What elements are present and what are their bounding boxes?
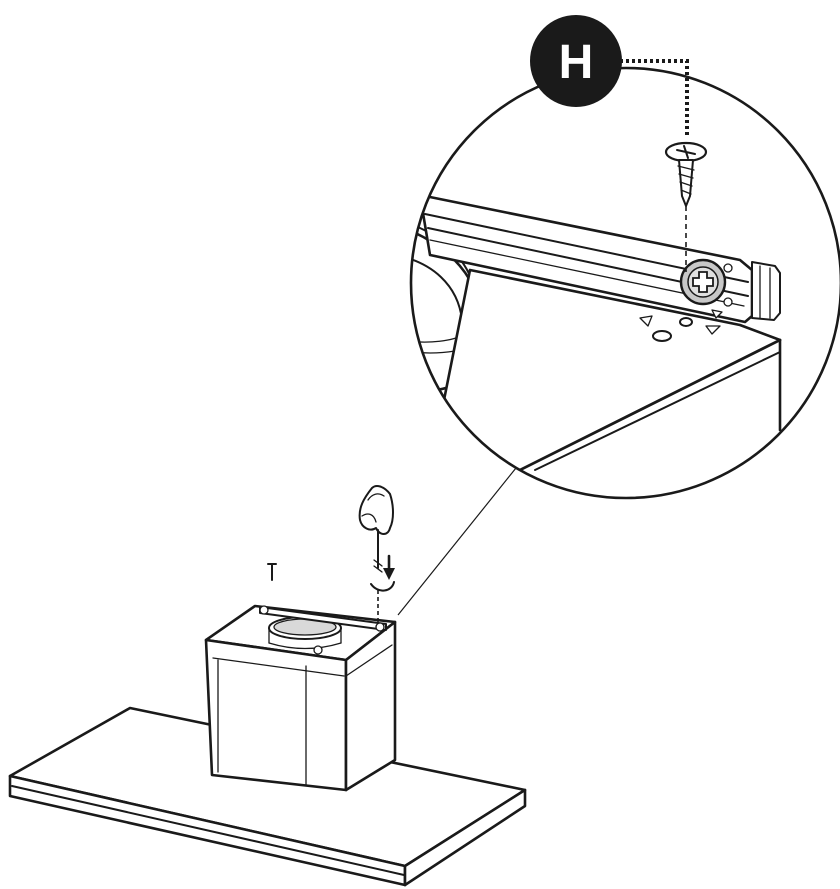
down-arrow-icon (383, 554, 395, 580)
step-label-badge: H (530, 15, 622, 107)
rotation-arrow-icon (370, 581, 395, 592)
chimney-box (204, 604, 397, 792)
hand-icon (358, 485, 394, 573)
hood-canopy (8, 706, 527, 887)
callout-connector (620, 59, 689, 138)
step-label: H (559, 36, 594, 89)
detail-leader-line (397, 467, 517, 616)
wood-screw-icon (664, 141, 708, 272)
cooker-hood-assembly (8, 467, 527, 887)
wood-screw-icon (267, 563, 277, 581)
detail-magnifier (409, 66, 840, 500)
